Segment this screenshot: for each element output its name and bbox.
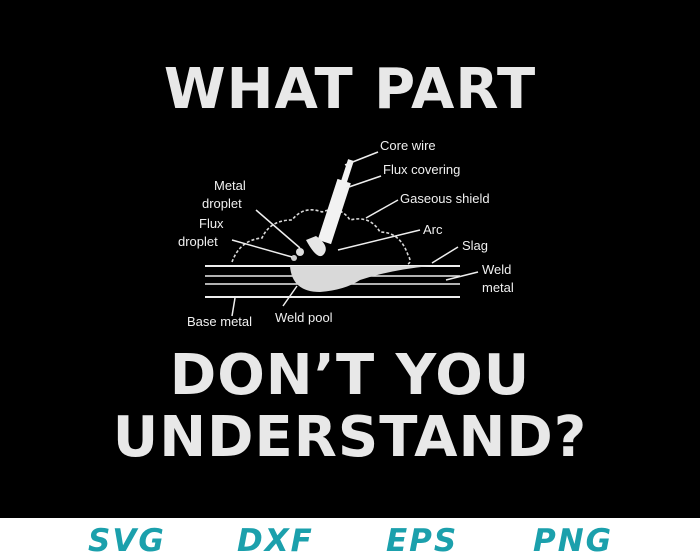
leader-core-wire (344, 151, 379, 166)
label-weld-metal-1: Weld (482, 262, 511, 277)
weld-pool-shape (290, 266, 430, 292)
leader-base-metal (231, 297, 236, 317)
headline-top: WHAT PART (163, 57, 537, 122)
format-png: PNG (533, 523, 614, 559)
leader-gaseous-shield (365, 199, 399, 219)
leader-arc (337, 229, 421, 251)
design-artwork: WHAT PART C (0, 0, 700, 518)
arc-tip (306, 236, 326, 257)
headline-bottom-line2: UNDERSTAND? (112, 405, 588, 470)
label-gaseous-shield: Gaseous shield (400, 191, 490, 206)
leader-weld-pool (282, 285, 298, 307)
leader-slag (431, 246, 459, 264)
electrode (317, 159, 354, 245)
label-core-wire: Core wire (380, 138, 436, 153)
metal-droplet (296, 248, 304, 256)
format-eps: EPS (386, 523, 459, 559)
headline-bottom-line1: DON’T YOU (169, 343, 531, 408)
label-flux-covering: Flux covering (383, 162, 460, 177)
welding-diagram: Core wire Flux covering Gaseous shield A… (178, 138, 514, 329)
label-flux-droplet-2: droplet (178, 234, 218, 249)
leader-flux-droplet (231, 239, 293, 258)
leader-metal-droplet (255, 209, 301, 249)
label-arc: Arc (423, 222, 443, 237)
label-slag: Slag (462, 238, 488, 253)
label-weld-metal-2: metal (482, 280, 514, 295)
leader-weld-metal (445, 271, 479, 281)
label-metal-droplet-1: Metal (214, 178, 246, 193)
label-flux-droplet-1: Flux (199, 216, 224, 231)
label-base-metal: Base metal (187, 314, 252, 329)
headline-bottom: DON’T YOU UNDERSTAND? (0, 345, 700, 469)
flux-droplet (291, 255, 297, 261)
label-metal-droplet-2: droplet (202, 196, 242, 211)
format-dxf: DXF (237, 523, 314, 559)
format-svg: SVG (88, 523, 166, 559)
format-bar: SVG DXF EPS PNG (0, 518, 700, 560)
label-weld-pool: Weld pool (275, 310, 333, 325)
leader-flux-covering (345, 175, 382, 189)
